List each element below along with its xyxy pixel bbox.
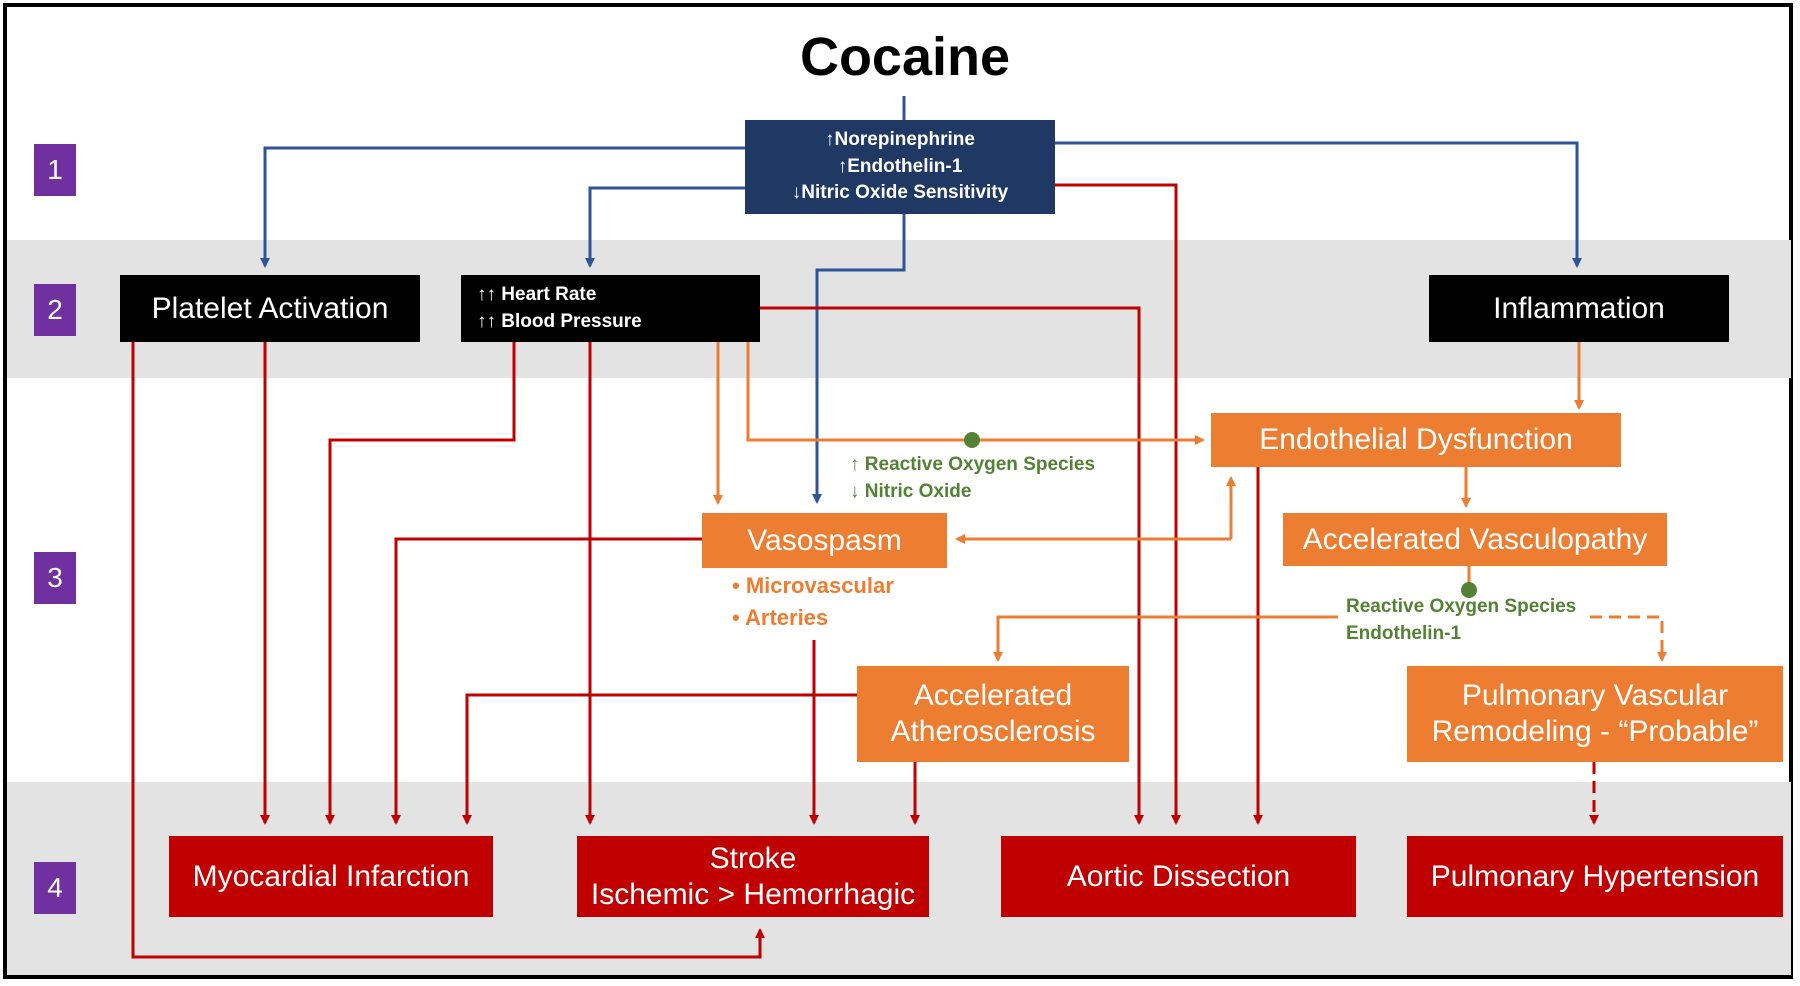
arteries-text: • Arteries xyxy=(732,604,829,630)
no-down-text: ↓ Nitric Oxide xyxy=(850,480,972,502)
level-4-badge: 4 xyxy=(34,862,76,914)
level-3-badge: 3 xyxy=(34,552,76,604)
vasospasm-sites-list: • Microvascular • Arteries xyxy=(732,570,894,634)
ros-text: Reactive Oxygen Species xyxy=(1346,596,1577,617)
nitric-oxide-sensitivity-text: ↓Nitric Oxide Sensitivity xyxy=(791,182,1009,204)
arrow-to-vasospasm xyxy=(812,214,906,504)
ros-endothelin-label: Reactive Oxygen Species Endothelin-1 xyxy=(1346,594,1576,647)
vasospasm-box: Vasospasm xyxy=(702,513,947,568)
pulmonary-hypertension-box: Pulmonary Hypertension xyxy=(1407,836,1783,917)
ros-no-label: ↑ Reactive Oxygen Species ↓ Nitric Oxide xyxy=(850,452,1095,505)
arrow-to-atherosclerosis xyxy=(993,615,1338,662)
arrow-to-remodeling xyxy=(1590,615,1667,662)
inflammation-box: Inflammation xyxy=(1429,275,1729,342)
platelet-activation-box: Platelet Activation xyxy=(120,275,420,342)
stroke-box: Stroke Ischemic > Hemorrhagic xyxy=(577,836,929,917)
blue-arrows xyxy=(260,96,1582,504)
arrow-bp-to-aortic xyxy=(760,306,1144,825)
arrow-mechanism-to-aortic xyxy=(1055,183,1181,825)
atherosclerosis-line-1: Accelerated xyxy=(913,679,1073,712)
diagram-frame xyxy=(3,3,1793,979)
arrow-athero-to-mi xyxy=(462,693,857,825)
remodeling-line-2: Remodeling - “Probable” xyxy=(1431,715,1759,748)
accelerated-vasculopathy-box: Accelerated Vasculopathy xyxy=(1283,513,1667,566)
endothelial-dysfunction-box: Endothelial Dysfunction xyxy=(1211,413,1621,467)
arrow-to-platelet xyxy=(260,146,745,268)
diagram-title: Cocaine xyxy=(799,27,1011,87)
mediator-node-1 xyxy=(964,432,980,448)
arrow-to-hemodynamics xyxy=(585,186,745,268)
mediator-node-2 xyxy=(1461,582,1477,598)
myocardial-infarction-box: Myocardial Infarction xyxy=(169,836,493,917)
mechanism-box: ↑Norepinephrine ↑Endothelin-1 ↓Nitric Ox… xyxy=(745,120,1055,214)
orange-arrows xyxy=(713,342,1667,662)
arrow-bp-to-endothelial xyxy=(746,342,1205,445)
ros-up-text: ↑ Reactive Oxygen Species xyxy=(850,454,1096,475)
endothelin-text: ↑Endothelin-1 xyxy=(837,155,963,177)
red-arrows xyxy=(131,183,1599,959)
aortic-dissection-box: Aortic Dissection xyxy=(1001,836,1356,917)
arrow-platelet-to-stroke xyxy=(131,342,765,959)
pulmonary-vascular-remodeling-box: Pulmonary Vascular Remodeling - “Probabl… xyxy=(1407,666,1783,762)
arrow-hr-to-mi xyxy=(325,342,516,825)
blood-pressure-text: ↑↑ Blood Pressure xyxy=(477,310,642,332)
microvascular-text: • Microvascular xyxy=(732,573,894,598)
heart-rate-text: ↑↑ Heart Rate xyxy=(477,283,597,305)
hemodynamics-box: ↑↑ Heart Rate ↑↑ Blood Pressure xyxy=(461,275,760,342)
norepinephrine-text: ↑Norepinephrine xyxy=(825,128,975,150)
arrow-to-inflammation xyxy=(1055,141,1582,268)
endothelin-1-text: Endothelin-1 xyxy=(1346,622,1462,644)
level-1-badge: 1 xyxy=(34,144,76,196)
accelerated-atherosclerosis-box: Accelerated Atherosclerosis xyxy=(857,666,1129,762)
stroke-title: Stroke xyxy=(709,841,797,875)
level-2-badge: 2 xyxy=(34,284,76,336)
remodeling-line-1: Pulmonary Vascular xyxy=(1461,679,1729,712)
atherosclerosis-line-2: Atherosclerosis xyxy=(890,715,1096,748)
arrow-vasospasm-to-mi xyxy=(391,537,702,825)
stroke-subtitle: Ischemic > Hemorrhagic xyxy=(590,877,916,911)
